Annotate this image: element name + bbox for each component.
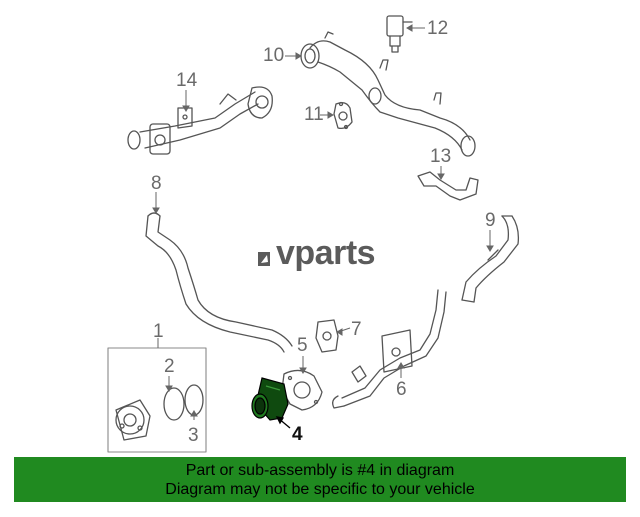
brand-logo: vparts: [276, 234, 376, 272]
callout-8: 8: [151, 173, 162, 194]
part-6-bypass-pipe: [332, 289, 447, 409]
callout-9: 9: [485, 210, 496, 231]
callout-10: 10: [263, 45, 285, 66]
part-9-hose: [461, 215, 520, 303]
part-14-water-pipe: [127, 86, 273, 155]
part-1-water-pump-assembly: [107, 347, 207, 453]
banner-line-1: Part or sub-assembly is #4 in diagram: [185, 461, 455, 479]
part-13-hose: [417, 171, 479, 201]
callout-14: 14: [176, 70, 198, 91]
info-banner: Part or sub-assembly is #4 in diagram Di…: [14, 457, 626, 502]
part-4-thermostat-housing-highlighted: [251, 377, 289, 421]
part-10-water-outlet-pipe: [300, 31, 476, 157]
callout-12: 12: [427, 18, 449, 39]
callout-1: 1: [153, 321, 164, 342]
part-12-temperature-sensor: [386, 15, 413, 53]
callout-13: 13: [430, 146, 452, 167]
callout-4-highlighted: 4: [292, 424, 303, 445]
brand-logo-text: vparts: [276, 234, 376, 272]
part-7-gasket: [315, 319, 339, 353]
callout-11: 11: [304, 104, 324, 125]
callout-6: 6: [396, 379, 407, 400]
callout-5: 5: [297, 335, 308, 356]
callout-3: 3: [188, 425, 199, 446]
part-5-gasket: [281, 369, 323, 411]
part-11-gasket: [333, 101, 353, 130]
callout-7: 7: [351, 319, 362, 340]
banner-line-2: Diagram may not be specific to your vehi…: [165, 480, 475, 498]
part-8-bypass-hose: [145, 212, 293, 353]
logo-mark: [258, 252, 270, 266]
callout-2: 2: [164, 356, 175, 377]
part-2-o-ring: [163, 387, 185, 421]
